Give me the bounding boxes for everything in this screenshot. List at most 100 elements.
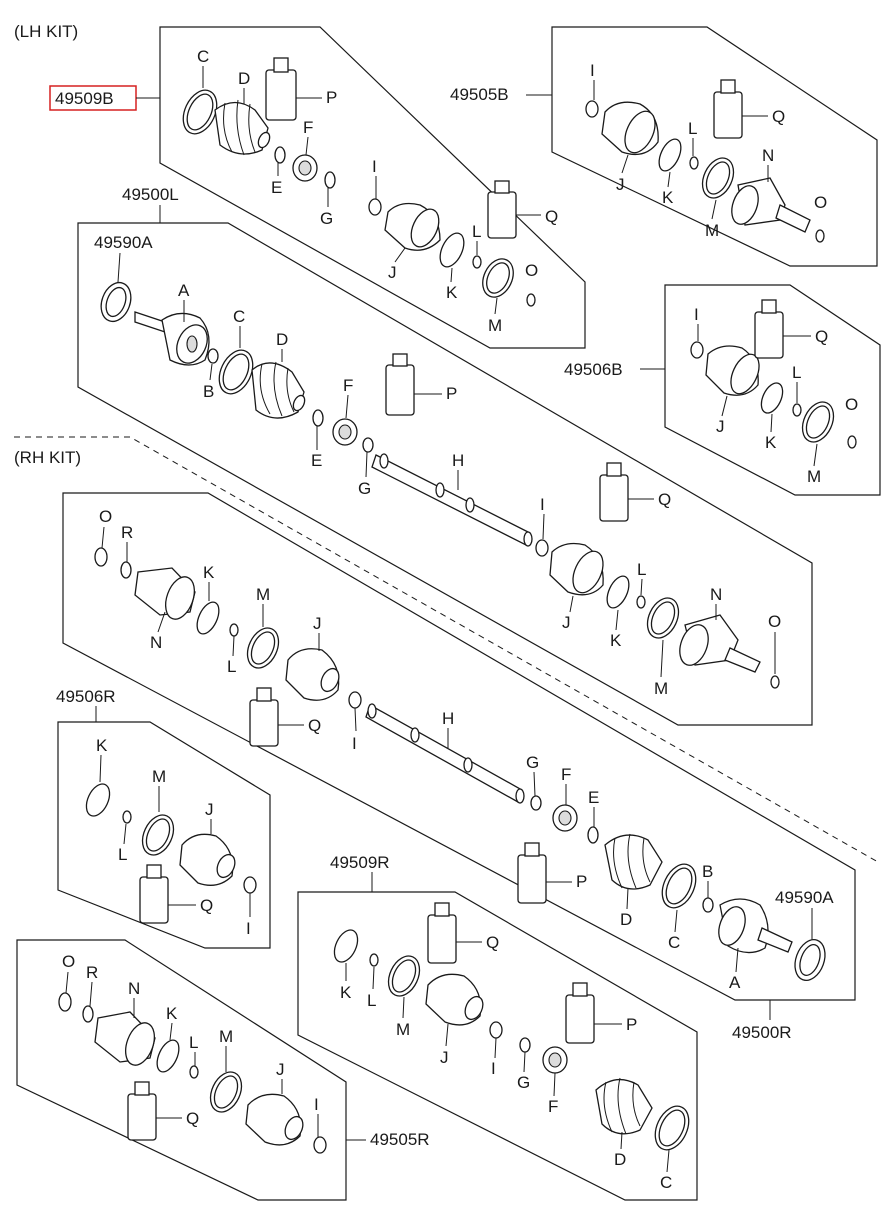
partno-49505b[interactable]: 49505B (450, 85, 552, 104)
ring-49590a-rh[interactable] (790, 935, 831, 984)
ring-e-lh[interactable] (312, 409, 324, 427)
oring-k-lh-inner[interactable] (435, 229, 468, 270)
ring-r-rh[interactable] (120, 561, 132, 579)
ring-o-49506b[interactable] (847, 435, 857, 449)
grease-q-49506r[interactable] (139, 864, 169, 924)
clamp-m-49505r[interactable] (204, 1067, 247, 1117)
partno-49505r[interactable]: 49505R (346, 1130, 430, 1149)
partno-49506r[interactable]: 49506R (56, 687, 116, 722)
oring-k-49506r[interactable] (82, 780, 114, 819)
bearing-f-lh-outer[interactable] (292, 154, 318, 182)
clamp-m-49509r[interactable] (382, 951, 425, 1001)
clamp-m-rh[interactable] (241, 623, 284, 673)
oring-k-49505b[interactable] (655, 136, 686, 174)
boot-j-rh[interactable] (285, 648, 342, 701)
clamp-i-49509r[interactable] (489, 1021, 503, 1039)
ring-b-rh[interactable] (702, 897, 714, 913)
clip-l-49505b[interactable] (689, 156, 699, 170)
clip-l-rh[interactable] (229, 623, 239, 637)
grease-p-49509r[interactable] (565, 982, 595, 1044)
boot-j-lh-inner[interactable] (384, 202, 444, 252)
partno-49506b[interactable]: 49506B (564, 360, 665, 379)
grease-p-rh[interactable] (517, 842, 547, 904)
housing-n-rh[interactable] (134, 567, 200, 623)
ring-e-rh[interactable] (587, 826, 599, 844)
grease-q-lh-inner[interactable] (487, 180, 517, 239)
grease-q-rh[interactable] (249, 687, 279, 747)
boot-d-lh[interactable] (251, 361, 307, 419)
ring-o-49505r[interactable] (58, 992, 72, 1012)
ring-o-lh-inner[interactable] (526, 293, 536, 307)
boot-j-49509r[interactable] (425, 973, 486, 1026)
ring-49590a-lh[interactable] (96, 278, 136, 325)
partno-49509b[interactable]: 49509B (49, 85, 160, 111)
clamp-m-49506b[interactable] (796, 397, 839, 447)
grease-p-lh-outer[interactable] (265, 57, 297, 121)
housing-n-49505b[interactable] (727, 177, 811, 233)
grease-q-49505r[interactable] (127, 1081, 157, 1141)
oring-k-rh[interactable] (193, 599, 224, 637)
clamp-m-lh[interactable] (641, 593, 684, 643)
partno-49500r[interactable]: 49500R (732, 1000, 792, 1042)
clip-l-49506b[interactable] (792, 403, 802, 417)
ring-e-lh-outer[interactable] (274, 146, 286, 164)
oring-k-49506b[interactable] (757, 380, 787, 417)
clamp-c-lh[interactable] (213, 345, 260, 399)
bearing-f-49509r[interactable] (542, 1046, 568, 1074)
ring-o-lh[interactable] (770, 675, 780, 689)
clip-l-lh-inner[interactable] (472, 255, 482, 269)
boot-d-lh-outer[interactable] (214, 99, 272, 156)
ring-g-lh-outer[interactable] (324, 171, 336, 189)
clamp-i-49505r[interactable] (313, 1136, 327, 1154)
boot-d-49509r[interactable] (595, 1077, 653, 1135)
grease-q-49506b[interactable] (754, 299, 784, 359)
ring-g-lh[interactable] (362, 437, 374, 453)
cv-joint-a-lh[interactable] (134, 311, 213, 368)
partno-49509r[interactable]: 49509R (330, 853, 390, 892)
clamp-m-lh-inner[interactable] (477, 254, 519, 302)
bearing-f-lh[interactable] (332, 418, 358, 446)
clamp-i-49506r[interactable] (243, 876, 257, 894)
clamp-i-49505b[interactable] (585, 100, 599, 118)
boot-j-49506b[interactable] (705, 345, 765, 398)
bearing-f-rh[interactable] (552, 804, 578, 832)
housing-n-lh[interactable] (675, 614, 761, 673)
shaft-h-lh[interactable] (371, 453, 533, 547)
ring-r-49505r[interactable] (82, 1005, 94, 1023)
clamp-m-49506r[interactable] (136, 810, 179, 860)
oring-k-lh[interactable] (603, 573, 634, 611)
ring-b-lh[interactable] (207, 348, 219, 364)
boot-j-lh[interactable] (549, 542, 609, 598)
ring-g-49509r[interactable] (519, 1037, 531, 1053)
clamp-i-49506b[interactable] (690, 341, 704, 359)
boot-j-49505r[interactable] (245, 1093, 306, 1146)
ring-o-rh[interactable] (94, 547, 108, 567)
oring-k-49509r[interactable] (330, 926, 362, 965)
ring-o-49505b[interactable] (815, 229, 825, 243)
clamp-i-lh[interactable] (535, 539, 549, 557)
boot-j-49506r[interactable] (179, 833, 238, 886)
clamp-i-lh-inner[interactable] (368, 198, 382, 216)
ring-g-rh[interactable] (530, 795, 542, 811)
grease-q-lh[interactable] (599, 462, 629, 522)
clamp-c-49509r[interactable] (649, 1101, 696, 1155)
clip-l-lh[interactable] (636, 595, 646, 609)
oring-k-49505r[interactable] (153, 1037, 184, 1075)
housing-n-49505r[interactable] (94, 1011, 160, 1069)
clamp-c-lh-outer[interactable] (177, 85, 224, 139)
grease-q-49509r[interactable] (427, 902, 457, 964)
shaft-h-rh[interactable] (365, 703, 525, 804)
clamp-c-rh[interactable] (656, 859, 703, 913)
clamp-i-rh[interactable] (348, 691, 362, 709)
clip-l-49509r[interactable] (369, 953, 379, 967)
grease-q-49505b[interactable] (713, 79, 743, 139)
partno-49590a-lh[interactable]: 49590A (94, 233, 153, 283)
grease-p-lh[interactable] (385, 353, 415, 416)
boot-d-rh[interactable] (604, 833, 663, 890)
clip-l-49505r[interactable] (189, 1065, 199, 1079)
clamp-m-49505b[interactable] (696, 153, 739, 203)
clip-l-49506r[interactable] (122, 810, 132, 824)
boot-j-49505b[interactable] (601, 101, 661, 157)
partno-49500l[interactable]: 49500L (122, 185, 179, 223)
cv-joint-a-rh[interactable] (714, 898, 793, 954)
